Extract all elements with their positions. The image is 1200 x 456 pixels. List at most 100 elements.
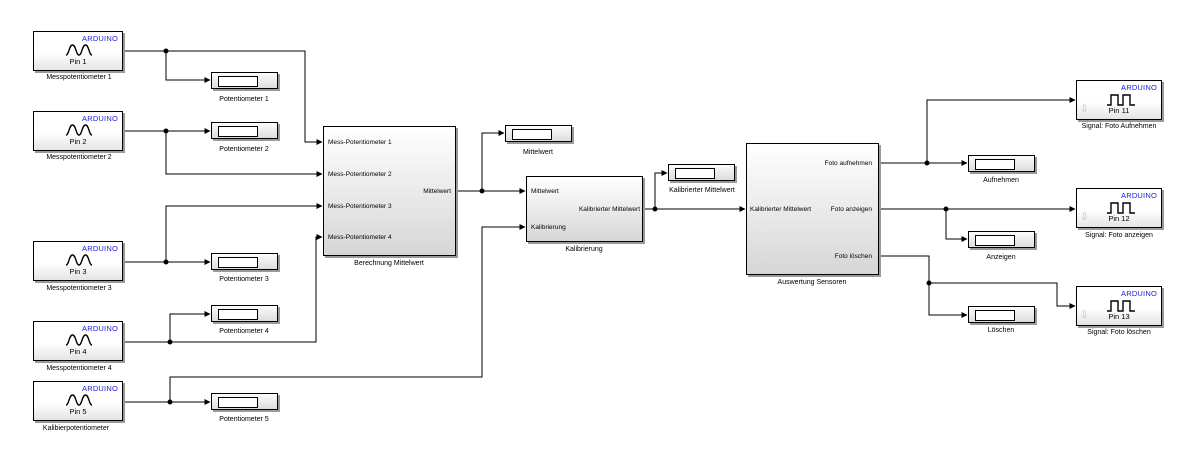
pin-label: Pin 13 xyxy=(1108,312,1130,321)
arduino-brand: ARDUINO xyxy=(82,244,118,253)
arduino-input-pin2[interactable]: ARDUINO Pin 2 xyxy=(33,111,123,151)
out-port-1: Kalibrierter Mittelwert xyxy=(578,206,640,213)
pulse-wave-icon xyxy=(1107,300,1135,312)
wire-mittelwert-to-display xyxy=(481,130,505,191)
subsystem-kalibrierung[interactable]: Mittelwert Kalibrierung Kalibrierter Mit… xyxy=(526,176,643,242)
display-window xyxy=(218,309,258,320)
arduino-brand: ARDUINO xyxy=(82,324,118,333)
input-arrow-icon: ⇩ xyxy=(1080,212,1089,223)
arduino-input-pin3[interactable]: ARDUINO Pin 3 xyxy=(33,241,123,281)
in-port-2: Mess-Potentiometer 2 xyxy=(328,171,392,178)
pin-label: Pin 12 xyxy=(1108,214,1130,223)
pin-label: Pin 1 xyxy=(69,57,87,66)
input-arrow-icon: ⇩ xyxy=(1080,104,1089,115)
wire-pin4-to-display4 xyxy=(169,311,211,342)
wire-pin4-to-mittelwert xyxy=(123,234,323,343)
pin-label: Pin 5 xyxy=(69,407,87,416)
branch-point xyxy=(943,206,949,212)
pin-label: Pin 3 xyxy=(69,267,87,276)
sine-wave-icon xyxy=(65,124,93,136)
display-potentiometer-5[interactable] xyxy=(211,393,278,410)
out-port-2: Foto anzeigen xyxy=(830,206,872,213)
display-window xyxy=(675,168,715,179)
wire-anzeigen-to-display xyxy=(945,209,968,242)
branch-point xyxy=(479,188,485,194)
wire-pin1-to-mittelwert xyxy=(123,50,323,145)
branch-point xyxy=(167,399,173,405)
display-potentiometer-3[interactable] xyxy=(211,253,278,270)
display-loeschen[interactable] xyxy=(968,306,1035,323)
sine-wave-icon xyxy=(65,334,93,346)
arduino-brand: ARDUINO xyxy=(1121,191,1157,200)
display-label: Potentiometer 5 xyxy=(219,416,269,423)
display-window xyxy=(975,235,1015,246)
block-label: Signal: Foto Aufnehmen xyxy=(1081,123,1157,130)
in-port-2: Kalibrierung xyxy=(531,224,566,231)
wire-pin1-to-display1 xyxy=(165,51,211,83)
branch-point xyxy=(167,339,173,345)
in-port-1: Mess-Potentiometer 1 xyxy=(328,139,392,146)
arduino-input-pin1[interactable]: ARDUINO Pin 1 xyxy=(33,31,123,71)
in-port-3: Mess-Potentiometer 3 xyxy=(328,203,392,210)
in-port-1: Mittelwert xyxy=(531,188,559,195)
wire-aufnehmen-to-output xyxy=(926,97,1076,163)
display-window xyxy=(218,257,258,268)
sine-wave-icon xyxy=(65,44,93,56)
pulse-wave-icon xyxy=(1107,202,1135,214)
display-label: Löschen xyxy=(987,327,1015,334)
wire-pin2-to-mittelwert xyxy=(165,131,323,177)
arduino-brand: ARDUINO xyxy=(82,34,118,43)
out-port-1: Mittelwert xyxy=(423,188,451,195)
subsystem-berechnung-mittelwert[interactable]: Mess-Potentiometer 1 Mess-Potentiometer … xyxy=(323,126,456,256)
display-potentiometer-4[interactable] xyxy=(211,305,278,322)
subsystem-label: Auswertung Sensoren xyxy=(777,279,847,286)
branch-point xyxy=(652,206,658,212)
wire-pin3-to-mittelwert xyxy=(165,203,323,262)
display-label: Potentiometer 1 xyxy=(219,96,269,103)
subsystem-label: Kalibrierung xyxy=(565,246,603,253)
display-label: Kalibrierter Mittelwert xyxy=(669,187,735,194)
arduino-output-pin11[interactable]: ARDUINO ⇩ Pin 11 xyxy=(1076,80,1162,120)
display-label: Anzeigen xyxy=(986,254,1016,261)
display-label: Aufnehmen xyxy=(983,177,1019,184)
pin-label: Pin 4 xyxy=(69,347,87,356)
out-port-1: Foto aufnehmen xyxy=(824,160,872,167)
wire-kalibriert-to-display xyxy=(654,170,668,209)
pulse-wave-icon xyxy=(1107,94,1135,106)
arduino-input-pin5[interactable]: ARDUINO Pin 5 xyxy=(33,381,123,421)
block-label: Signal: Foto anzeigen xyxy=(1085,232,1153,239)
display-kalibrierter-mittelwert[interactable] xyxy=(668,164,735,181)
subsystem-auswertung-sensoren[interactable]: Kalibrierter Mittelwert Foto aufnehmen F… xyxy=(746,143,879,275)
out-port-3: Foto löschen xyxy=(834,253,872,260)
sine-wave-icon xyxy=(65,394,93,406)
display-window xyxy=(975,310,1015,321)
subsystem-label: Berechnung Mittelwert xyxy=(354,260,424,267)
display-label: Potentiometer 3 xyxy=(219,276,269,283)
branch-point xyxy=(163,128,169,134)
display-label: Potentiometer 2 xyxy=(219,146,269,153)
input-arrow-icon: ⇩ xyxy=(1080,310,1089,321)
pin-label: Pin 2 xyxy=(69,137,87,146)
block-label: Messpotentiometer 1 xyxy=(46,74,112,81)
display-label: Mittelwert xyxy=(523,149,553,156)
arduino-output-pin13[interactable]: ARDUINO ⇩ Pin 13 xyxy=(1076,286,1162,326)
arduino-brand: ARDUINO xyxy=(1121,83,1157,92)
arduino-output-pin12[interactable]: ARDUINO ⇩ Pin 12 xyxy=(1076,188,1162,228)
arduino-brand: ARDUINO xyxy=(1121,289,1157,298)
arduino-brand: ARDUINO xyxy=(82,384,118,393)
block-label: Messpotentiometer 2 xyxy=(46,154,112,161)
pin-label: Pin 11 xyxy=(1108,106,1130,115)
display-window xyxy=(218,397,258,408)
display-potentiometer-1[interactable] xyxy=(211,72,278,89)
display-potentiometer-2[interactable] xyxy=(211,122,278,139)
branch-point xyxy=(924,160,930,166)
display-anzeigen[interactable] xyxy=(968,231,1035,248)
display-aufnehmen[interactable] xyxy=(968,155,1035,172)
arduino-input-pin4[interactable]: ARDUINO Pin 4 xyxy=(33,321,123,361)
display-window xyxy=(975,159,1015,170)
display-window xyxy=(218,76,258,87)
display-window xyxy=(512,129,552,140)
display-window xyxy=(218,126,258,137)
display-mittelwert[interactable] xyxy=(505,125,572,142)
